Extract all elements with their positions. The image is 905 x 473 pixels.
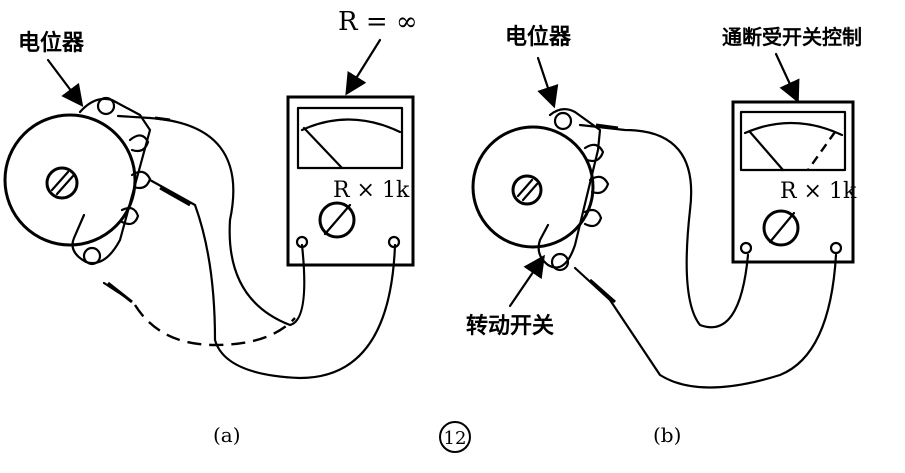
potentiometer-b: [471, 108, 610, 272]
caption-a: (a): [213, 423, 241, 447]
multimeter-a: R = ∞ R × 1k: [286, 7, 418, 267]
reading-arrow-b: [774, 52, 800, 103]
wire-b-top: [578, 123, 750, 329]
reading-arrow-a: [345, 38, 382, 96]
wire-a-middle: [148, 178, 397, 380]
wire-a-top: [116, 114, 306, 327]
pot-label-b: 电位器: [505, 24, 572, 50]
pot-label-a: 电位器: [18, 30, 85, 56]
range-knob-a: [323, 203, 352, 236]
diagram-a: 电位器 R = ∞: [3, 7, 418, 447]
switch-arrow: [508, 254, 545, 308]
caption-b: (b): [653, 423, 681, 447]
multimeter-b: 通断受开关控制 R × 1k: [722, 25, 862, 264]
needle-b-alt: [807, 131, 836, 171]
figure-number: 12: [444, 428, 467, 449]
switch-label: 转动开关: [466, 313, 554, 339]
range-knob-b: [768, 211, 796, 244]
potentiometer-a: [3, 96, 152, 266]
range-label-a: R × 1k: [333, 178, 410, 203]
pot-arrow-a: [46, 58, 84, 108]
meter-reading-a: R = ∞: [338, 7, 418, 37]
needle-a: [302, 126, 344, 170]
diagram-b: 电位器 转动开关 通断受开关控制: [466, 24, 862, 447]
range-label-b: R × 1k: [780, 179, 857, 204]
wire-b-bottom: [573, 253, 838, 389]
wire-a-dashed: [133, 304, 296, 347]
pot-arrow-b: [536, 56, 559, 109]
needle-b: [748, 130, 785, 172]
meter-note-b: 通断受开关控制: [722, 25, 862, 49]
figure-number-circle: [439, 421, 471, 453]
